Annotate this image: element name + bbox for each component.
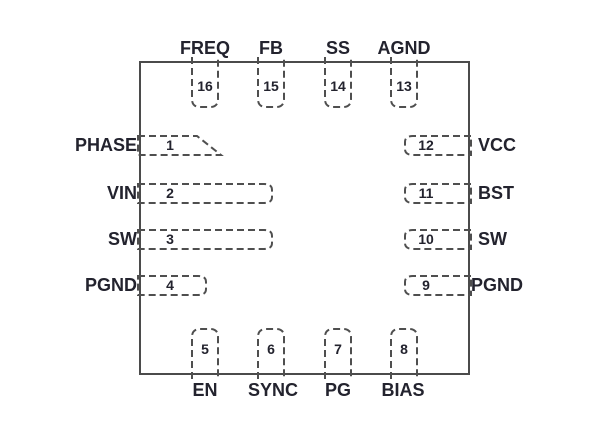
pin-6-pad [257, 328, 285, 379]
pin-1-label: PHASE [75, 135, 137, 155]
pin-12-pad [404, 135, 472, 156]
pin-11-number: 11 [419, 185, 434, 201]
pin-12-number: 12 [418, 137, 434, 153]
pin-16-label: FREQ [180, 38, 230, 58]
pin-numbers: 16 15 14 13 1 2 3 4 12 11 10 9 5 6 7 8 [166, 78, 434, 357]
pin-15-label: FB [259, 38, 283, 58]
pin-4-pad [137, 275, 207, 296]
pin-5-label: EN [192, 380, 217, 400]
pin-7-pad [324, 328, 352, 379]
pin-3-pad [137, 229, 273, 250]
pin-2-label: VIN [107, 183, 137, 203]
pin-15-number: 15 [263, 78, 279, 94]
pin-14-label: SS [326, 38, 350, 58]
pin-11-label: BST [478, 183, 514, 203]
pin-15-pad [257, 57, 285, 108]
pin-2-number: 2 [166, 185, 174, 201]
pin-7-label: PG [325, 380, 351, 400]
pin-3-number: 3 [166, 231, 174, 247]
pin-12-label: VCC [478, 135, 516, 155]
pin-2-pad [137, 183, 273, 204]
pin-10-number: 10 [418, 231, 434, 247]
pin-9-pad [404, 275, 472, 296]
pin-6-number: 6 [267, 341, 275, 357]
pin-13-pad [390, 57, 418, 108]
pin-11-pad [404, 183, 472, 204]
pin-14-number: 14 [330, 78, 346, 94]
pin-1-pad [137, 135, 224, 156]
pin-4-label: PGND [85, 275, 137, 295]
pin-9-label: PGND [471, 275, 523, 295]
pin-7-number: 7 [334, 341, 342, 357]
pin-10-pad [404, 229, 472, 250]
pin-8-label: BIAS [381, 380, 424, 400]
pin-8-pad [390, 328, 418, 379]
pin-pads [137, 57, 472, 379]
pin-5-pad [191, 328, 219, 379]
pin-name-labels: FREQ FB SS AGND PHASE VIN SW PGND VCC BS… [75, 38, 523, 400]
pin-3-label: SW [108, 229, 137, 249]
pin-9-number: 9 [422, 277, 430, 293]
pin-13-label: AGND [378, 38, 431, 58]
pin-6-label: SYNC [248, 380, 298, 400]
pin-1-number: 1 [166, 137, 174, 153]
pin-13-number: 13 [396, 78, 412, 94]
pin-10-label: SW [478, 229, 507, 249]
chip-body-outline [139, 61, 470, 375]
pin-16-pad [191, 57, 219, 108]
pin-8-number: 8 [400, 341, 408, 357]
pin-16-number: 16 [197, 78, 213, 94]
pin-14-pad [324, 57, 352, 108]
pin-5-number: 5 [201, 341, 209, 357]
pin-4-number: 4 [166, 277, 174, 293]
